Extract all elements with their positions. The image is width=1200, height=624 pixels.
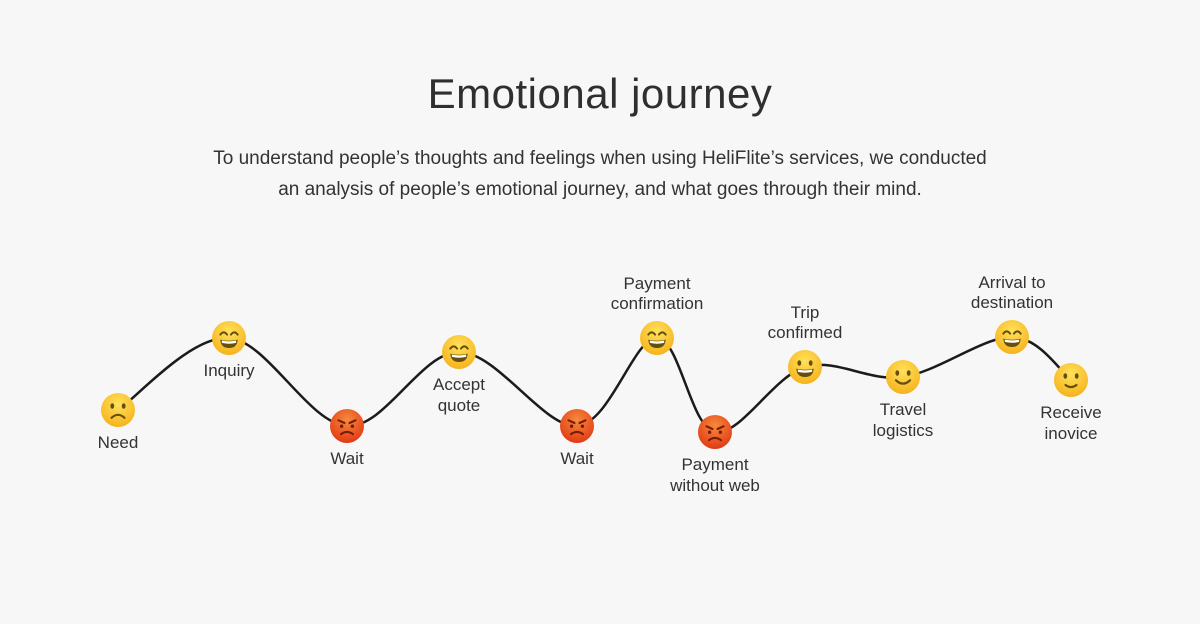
- smiling-face-icon: [885, 359, 921, 395]
- journey-point-label: Trip confirmed: [767, 302, 843, 343]
- journey-point-label: Payment without web: [670, 455, 760, 495]
- angry-face-icon: [697, 414, 733, 450]
- slight-smile-face-icon: [1053, 362, 1089, 398]
- journey-point-label: Wait: [330, 449, 364, 468]
- page-subtitle: To understand people’s thoughts and feel…: [213, 148, 987, 201]
- angry-face-icon: [559, 408, 595, 444]
- sad-face-icon: [100, 392, 136, 428]
- journey-point-label: Payment confirmation: [610, 273, 704, 314]
- grinning-face-icon: [639, 320, 675, 356]
- journey-point-label: Need: [97, 433, 139, 452]
- journey-point-label: Inquiry: [203, 361, 255, 380]
- journey-point-label: Wait: [560, 449, 594, 468]
- grinning-face-icon: [994, 319, 1030, 355]
- journey-point-label: Accept quote: [433, 375, 485, 415]
- page-title: Emotional journey: [427, 70, 773, 117]
- grinning-face-icon: [211, 320, 247, 356]
- smiling-open-face-icon: [787, 349, 823, 385]
- grinning-face-icon: [441, 334, 477, 370]
- journey-point-label: Receive inovice: [1040, 403, 1102, 443]
- journey-point-label: Arrival to destination: [970, 272, 1054, 313]
- angry-face-icon: [329, 408, 365, 444]
- journey-point-label: Travel logistics: [872, 400, 934, 440]
